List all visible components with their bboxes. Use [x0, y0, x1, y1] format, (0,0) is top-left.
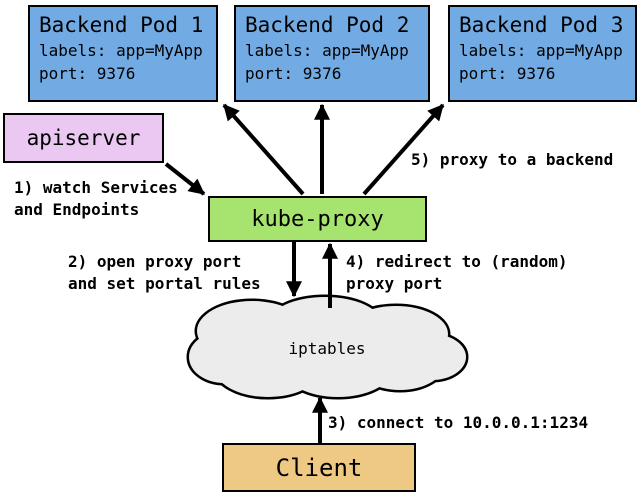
apiserver-label: apiserver: [26, 126, 141, 150]
pod3-port: port: 9376: [459, 64, 556, 83]
node-backend-pod-2: Backend Pod 2 labels: app=MyApp port: 93…: [234, 5, 430, 102]
pod1-title: Backend Pod 1: [39, 13, 204, 37]
iptables-cloud: [186, 294, 469, 400]
pod2-title: Backend Pod 2: [245, 13, 410, 37]
pod2-port: port: 9376: [245, 64, 342, 83]
node-client: Client: [222, 443, 416, 492]
kube-proxy-label: kube-proxy: [251, 206, 384, 232]
iptables-label: iptables: [288, 339, 366, 358]
node-backend-pod-3: Backend Pod 3 labels: app=MyApp port: 93…: [448, 5, 637, 102]
pod3-labels: labels: app=MyApp: [459, 41, 623, 60]
pod1-port: port: 9376: [39, 64, 136, 83]
client-label: Client: [275, 453, 363, 482]
arrow-apiserver-to-kube-proxy: [164, 162, 206, 196]
pod3-title: Backend Pod 3: [459, 13, 624, 37]
arrow-kube-proxy-to-pod1: [222, 103, 305, 196]
pod2-labels: labels: app=MyApp: [245, 41, 409, 60]
step1-watch-services-label: 1) watch Services and Endpoints: [14, 178, 178, 219]
step5-proxy-backend-label: 5) proxy to a backend: [411, 150, 614, 169]
node-backend-pod-1: Backend Pod 1 labels: app=MyApp port: 93…: [28, 5, 218, 102]
pod1-labels: labels: app=MyApp: [39, 41, 203, 60]
arrow-kube-proxy-to-pod3: [362, 103, 445, 196]
step4-redirect-label: 4) redirect to (random) proxy port: [346, 252, 568, 293]
node-apiserver: apiserver: [3, 113, 164, 163]
step2-open-proxy-port-label: 2) open proxy port and set portal rules: [68, 252, 261, 293]
step3-connect-label: 3) connect to 10.0.0.1:1234: [328, 413, 589, 432]
node-kube-proxy: kube-proxy: [208, 196, 427, 242]
